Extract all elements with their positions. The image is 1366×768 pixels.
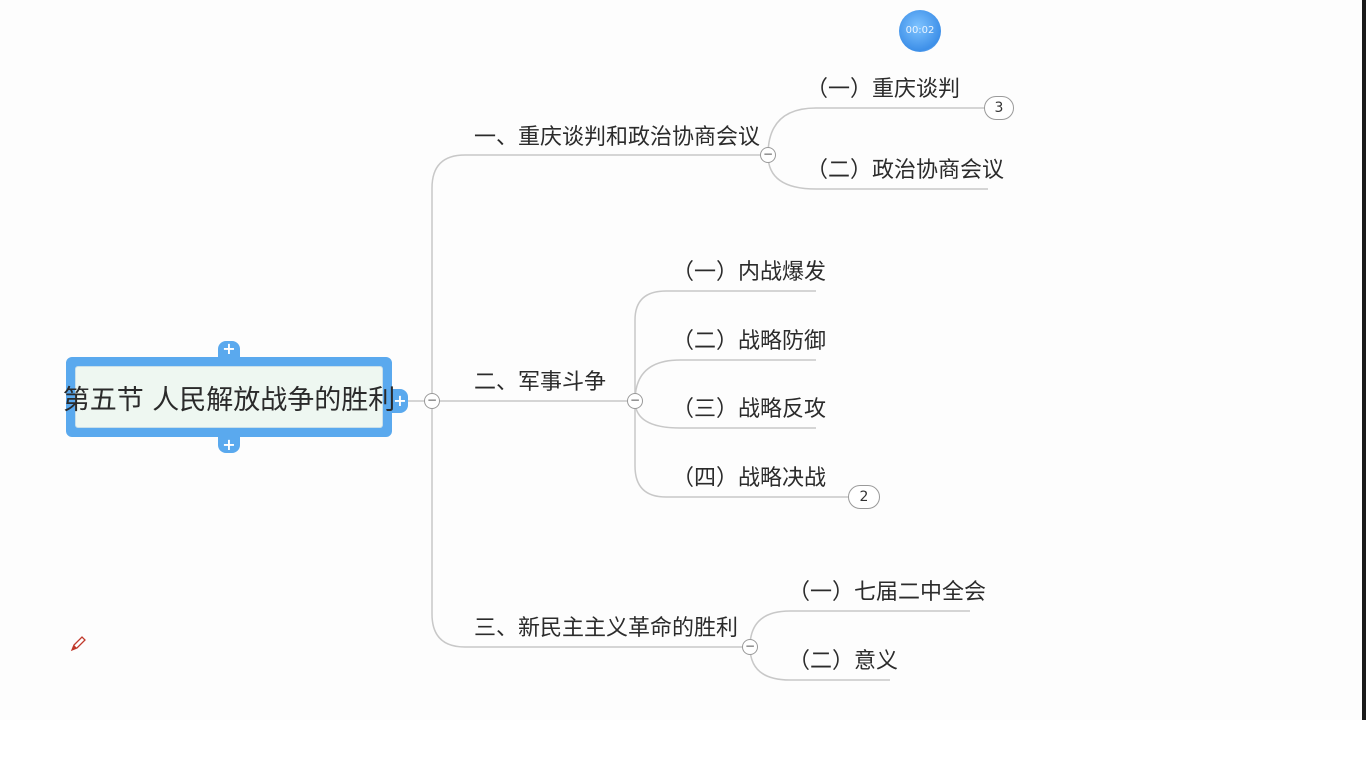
recording-timer: 00:02	[899, 10, 941, 52]
branch-3-topic[interactable]: 三、新民主主义革命的胜利	[474, 616, 739, 641]
mindmap-canvas: 00:02 + + + 第五节 人民解放战争的胜利 − − − − 一、重庆谈判…	[62, 10, 1014, 681]
subtopic-2-4-count-badge[interactable]: 2	[848, 485, 880, 509]
expand-top-plus-icon[interactable]: +	[218, 341, 240, 357]
subtopic-1-1-count-badge[interactable]: 3	[984, 96, 1014, 120]
subtopic-1-1[interactable]: （一）重庆谈判	[806, 77, 961, 102]
window-edge	[1362, 0, 1366, 720]
collapse-branch-2-minus-icon[interactable]: −	[627, 393, 643, 409]
branch-2-topic[interactable]: 二、军事斗争	[474, 370, 607, 395]
bottom-area	[0, 720, 1366, 768]
subtopic-2-3[interactable]: （三）战略反攻	[672, 397, 827, 422]
collapse-branch-3-minus-icon[interactable]: −	[742, 639, 758, 655]
pen-icon[interactable]	[69, 635, 87, 653]
subtopic-2-1[interactable]: （一）内战爆发	[672, 260, 827, 285]
subtopic-3-2[interactable]: （二）意义	[788, 649, 899, 674]
subtopic-3-1[interactable]: （一）七届二中全会	[788, 580, 987, 605]
root-topic-label: 第五节 人民解放战争的胜利	[62, 384, 396, 416]
subtopic-2-4[interactable]: （四）战略决战	[672, 466, 827, 491]
subtopic-2-2[interactable]: （二）战略防御	[672, 329, 827, 354]
expand-bottom-plus-icon[interactable]: +	[218, 437, 240, 453]
expand-right-plus-icon[interactable]: +	[392, 389, 408, 413]
collapse-branch-1-minus-icon[interactable]: −	[760, 147, 776, 163]
collapse-root-minus-icon[interactable]: −	[424, 393, 440, 409]
branch-1-topic[interactable]: 一、重庆谈判和政治协商会议	[474, 125, 761, 150]
subtopic-1-2[interactable]: （二）政治协商会议	[806, 158, 1005, 183]
root-topic[interactable]: 第五节 人民解放战争的胜利	[63, 357, 395, 437]
